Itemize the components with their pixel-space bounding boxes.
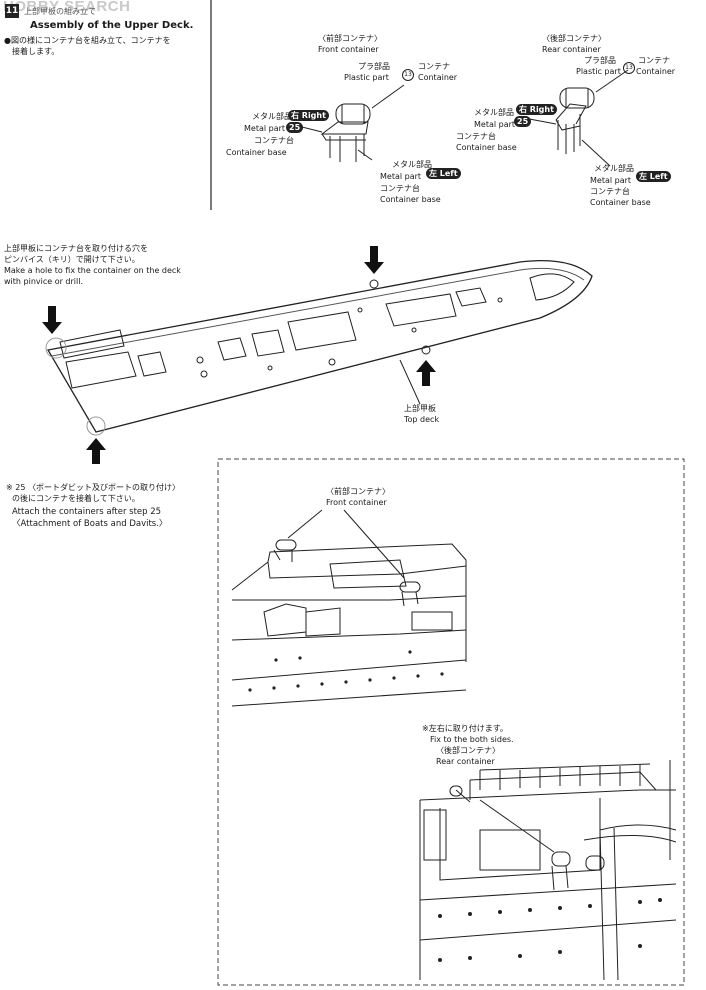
front-base-left-en: Container base: [380, 195, 441, 204]
intro-jp-line1: ●図の様にコンテナ台を組み立て、コンテナを: [4, 36, 171, 45]
front-container-heading-jp: 〈前部コンテナ〉: [318, 34, 382, 43]
intro-jp-line2: 接着します。: [12, 47, 60, 56]
detail-rear-label-jp: 〈後部コンテナ〉: [436, 746, 500, 755]
step-note-en-line2: 〈Attachment of Boats and Davits.〉: [12, 519, 168, 529]
step-note-en-line1: Attach the containers after step 25: [12, 507, 162, 517]
step-title-en: Assembly of the Upper Deck.: [30, 20, 194, 31]
top-deck-label-en: Top deck: [404, 415, 440, 424]
front-base-right-jp: コンテナ台: [254, 136, 294, 145]
top-deck-label-jp: 上部甲板: [404, 404, 436, 413]
step-number-badge: 11: [5, 4, 19, 18]
detail-rear-label-en: Rear container: [436, 757, 495, 766]
rear-left-badge: 左 Left: [636, 171, 671, 182]
detail-both-sides-en: Fix to the both sides.: [430, 735, 514, 744]
rear-base-right-jp: コンテナ台: [456, 132, 496, 141]
front-detail-drawing: [231, 509, 467, 707]
front-container-en: Container: [418, 73, 458, 82]
step-note-jp-line1: ※ 25 〈ボートダビット及びボートの取り付け〉: [6, 483, 180, 492]
front-right-badge: 右 Right: [288, 110, 329, 121]
rear-base-right-en: Container base: [456, 143, 517, 152]
rear-plastic-en: Plastic part: [576, 67, 621, 76]
rear-base-left-en: Container base: [590, 198, 651, 207]
front-metal-right-en: Metal part: [244, 124, 286, 133]
detail-front-label-jp: 〈前部コンテナ〉: [326, 487, 390, 496]
front-metal-right-jp: メタル部品: [252, 112, 292, 121]
rear-container-heading-en: Rear container: [542, 45, 601, 54]
upper-deck-drawing: [45, 259, 593, 436]
rear-metal-right-jp: メタル部品: [474, 108, 514, 117]
portholes-front: [248, 650, 444, 692]
rear-metal-right-en: Metal part: [474, 120, 516, 129]
step-title-jp: 上部甲板の組み立て: [24, 7, 96, 16]
front-metal-left-jp: メタル部品: [392, 160, 432, 169]
front-part-number-13: 13: [402, 69, 414, 81]
rear-metal-number-25: 25: [514, 116, 532, 127]
front-base-right-en: Container base: [226, 148, 287, 157]
deck-note-jp-line1: 上部甲板にコンテナ台を取り付ける穴を: [4, 244, 148, 253]
rear-metal-left-jp: メタル部品: [594, 164, 634, 173]
detail-front-label-en: Front container: [326, 498, 387, 507]
rear-container-en: Container: [636, 67, 676, 76]
rear-metal-left-en: Metal part: [590, 176, 632, 185]
detail-frame: [217, 458, 685, 986]
front-metal-number-25: 25: [286, 122, 304, 133]
deck-note-en-line2: with pinvice or drill.: [4, 277, 84, 286]
detail-both-sides-jp: ※左右に取り付けます。: [422, 724, 508, 733]
rear-detail-drawing: [419, 760, 677, 981]
front-plastic-en: Plastic part: [344, 73, 389, 82]
step-note-jp-line2: の後にコンテナを接着して下さい。: [12, 494, 140, 503]
watermark-logo: HOBBY SEARCH: [3, 0, 131, 15]
rear-container-heading-jp: 〈後部コンテナ〉: [542, 34, 606, 43]
arrows: [42, 246, 436, 464]
rear-right-badge: 右 Right: [516, 104, 557, 115]
deck-note-en-line1: Make a hole to fix the container on the …: [4, 266, 181, 275]
front-plastic-jp: プラ部品: [358, 62, 390, 71]
rear-part-number-13: 13: [623, 62, 635, 74]
rear-container-drawing: [523, 69, 629, 167]
front-container-heading-en: Front container: [318, 45, 379, 54]
rear-plastic-jp: プラ部品: [584, 56, 616, 65]
front-left-badge: 左 Left: [426, 168, 461, 179]
front-container-jp: コンテナ: [418, 62, 450, 71]
front-container-drawing: [289, 84, 405, 162]
rear-base-left-jp: コンテナ台: [590, 187, 630, 196]
portholes-rear: [438, 898, 662, 962]
front-metal-left-en: Metal part: [380, 172, 422, 181]
front-base-left-jp: コンテナ台: [380, 184, 420, 193]
rear-container-jp: コンテナ: [638, 56, 670, 65]
deck-note-jp-line2: ピンバイス（キリ）で開けて下さい。: [4, 255, 140, 264]
